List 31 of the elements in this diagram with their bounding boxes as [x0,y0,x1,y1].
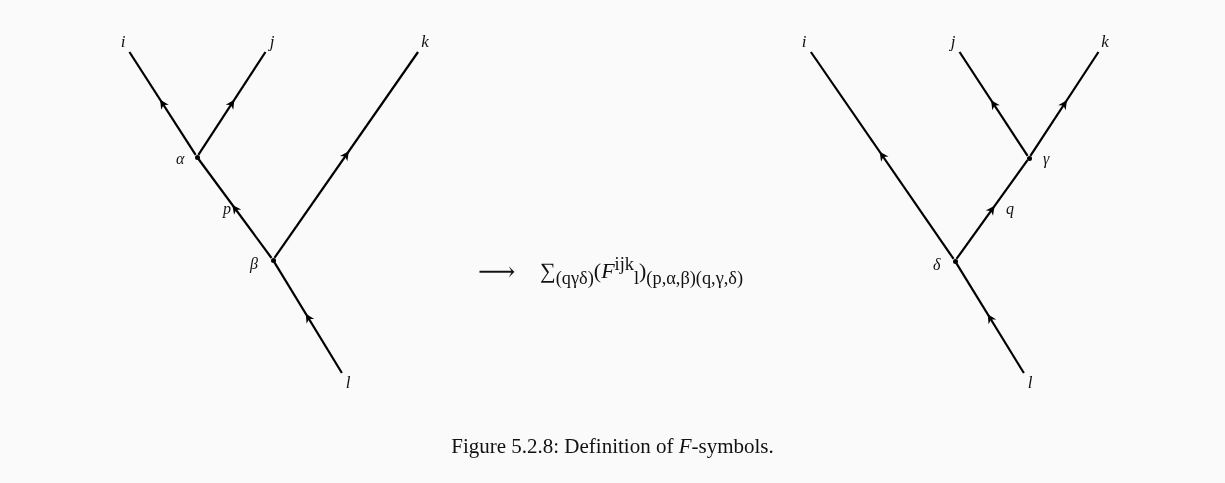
mapping-arrow-symbol: ⟶ [478,256,516,287]
arrow [197,158,273,259]
junction-dot [952,258,958,264]
edge-label: p [223,200,231,218]
arrow [958,51,1029,157]
vertex-label: δ [933,256,941,274]
vertex-label: α [176,150,185,168]
line-end-label: l [1022,373,1038,393]
vertex-label: γ [1043,150,1050,168]
arrow [955,159,1029,260]
line-end-label: l [340,373,356,393]
vertex-label: β [250,255,258,273]
arrow [197,51,267,156]
line-end-label: k [417,32,433,52]
arrow [273,261,343,374]
edge-label: q [1006,200,1014,218]
arrow [810,51,955,260]
formula: ∑$_{(qγδ)}$(F$^{ijk}$$_{l}$)$_{(p,α,β)(q,γ,δ)}$ [540,254,744,289]
line-end-label: j [945,32,961,52]
arrow [955,262,1025,374]
arrow [128,51,197,156]
line-end-label: j [264,32,280,52]
caption: Figure 5.2.8: Definition of F-symbols. [450,434,775,459]
junction-dot [1026,155,1032,161]
junction-dot [270,257,276,263]
line-end-label: i [115,32,131,52]
line-end-label: i [796,32,812,52]
junction-dot [194,154,200,160]
arrow [273,51,419,259]
line-end-label: k [1097,32,1113,52]
arrow [1029,51,1100,157]
